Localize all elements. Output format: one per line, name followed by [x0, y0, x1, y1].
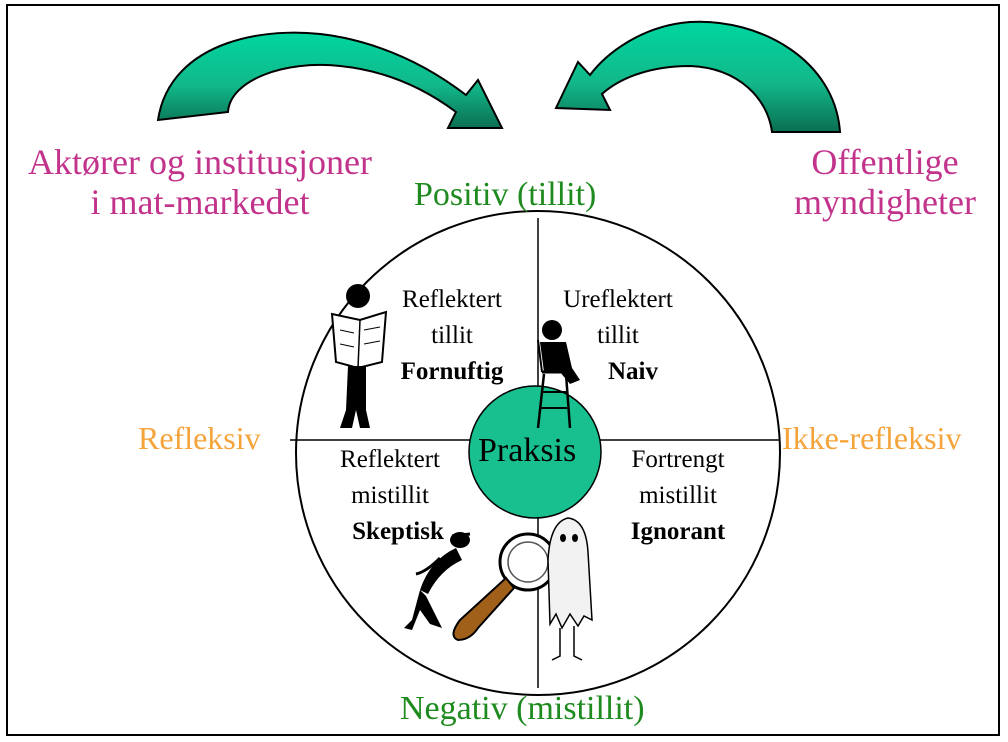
quadrant-top-left-type: Fornuftig — [400, 358, 504, 385]
slide-frame — [6, 4, 1000, 736]
quadrant-top-right-line1: Ureflektert — [563, 286, 673, 313]
quadrant-top-left: Reflektert tillit Fornuftig — [378, 282, 526, 390]
quadrant-bottom-left-type: Skeptisk — [352, 518, 444, 545]
quadrant-bottom-right-line1: Fortrengt — [631, 446, 725, 473]
quadrant-bottom-right: Fortrengt mistillit Ignorant — [608, 442, 748, 550]
actors-label-line1: Aktører og institusjoner — [28, 142, 372, 182]
newspaper-reader-icon — [330, 284, 388, 428]
quadrant-bottom-left-line1: Reflektert — [340, 446, 440, 473]
actors-label: Aktører og institusjoner i mat-markedet — [10, 142, 390, 222]
child-on-highchair-icon — [536, 320, 580, 429]
main-circle — [295, 210, 781, 696]
ghost-icon — [547, 517, 593, 661]
authorities-label: Offentlige myndigheter — [770, 142, 1000, 222]
right-curved-arrow — [554, 20, 842, 133]
magnifying-glass-inspector-icon — [404, 532, 558, 642]
authorities-label-line1: Offentlige — [811, 142, 959, 182]
quadrant-top-right-line2: tillit — [597, 322, 639, 349]
quadrant-bottom-right-line2: mistillit — [639, 482, 717, 509]
praksis-label: Praksis — [478, 432, 577, 469]
axis-bottom-label: Negativ (mistillit) — [400, 690, 645, 727]
authorities-label-line2: myndigheter — [794, 182, 976, 222]
axis-top-label: Positiv (tillit) — [414, 176, 597, 213]
axis-right-label: Ikke-refleksiv — [782, 420, 962, 456]
praksis-circle — [468, 385, 602, 519]
quadrant-top-right-type: Naiv — [608, 358, 658, 385]
quadrant-bottom-right-type: Ignorant — [630, 518, 726, 545]
left-curved-arrow — [156, 31, 504, 129]
actors-label-line2: i mat-markedet — [90, 182, 310, 222]
quadrant-bottom-left-line2: mistillit — [351, 482, 429, 509]
axis-left-label: Refleksiv — [138, 420, 261, 456]
quadrant-top-left-line2: tillit — [431, 322, 473, 349]
quadrant-bottom-left: Reflektert mistillit Skeptisk — [316, 442, 464, 550]
quadrant-top-left-line1: Reflektert — [402, 286, 502, 313]
quadrant-top-right: Ureflektert tillit Naiv — [548, 282, 688, 390]
